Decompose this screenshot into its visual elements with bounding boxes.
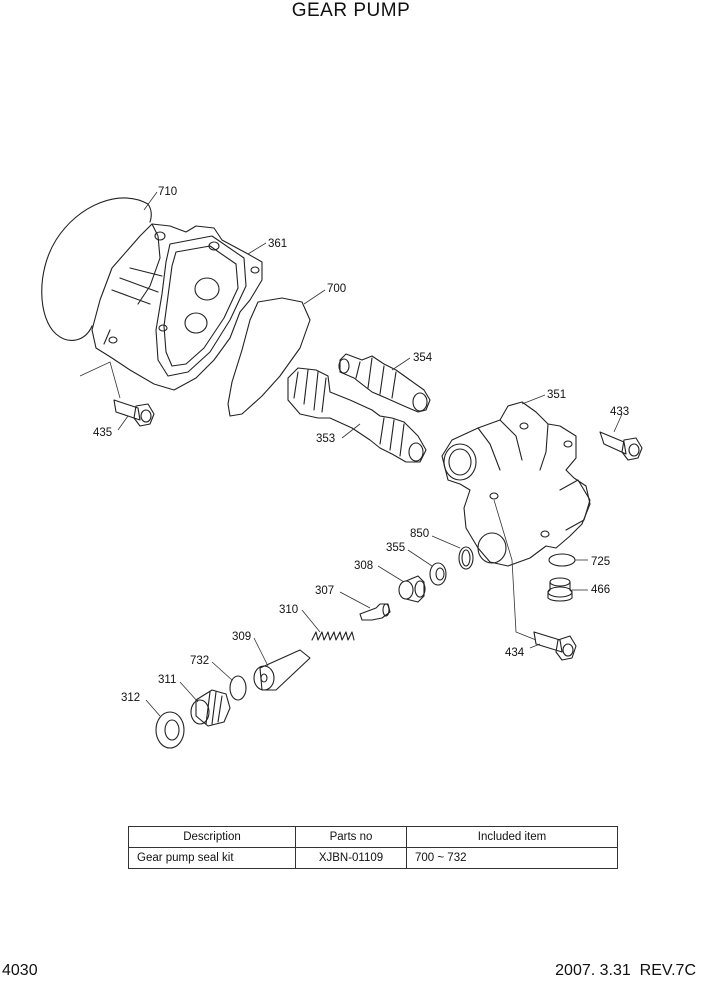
leader-355 — [407, 549, 433, 567]
leader-310 — [301, 609, 321, 633]
table-header-row: Description Parts no Included item — [128, 826, 618, 848]
seal-kit-table: Description Parts no Included item Gear … — [128, 826, 618, 869]
callout-354: 354 — [413, 352, 433, 364]
part-732-o-ring — [229, 675, 247, 701]
part-351-pump-body — [441, 401, 591, 567]
part-308-seat — [398, 575, 426, 603]
leader-434 — [493, 499, 541, 649]
callout-435: 435 — [93, 427, 112, 439]
callout-725: 725 — [591, 556, 610, 568]
callout-307: 307 — [315, 585, 334, 597]
callout-466: 466 — [591, 584, 610, 596]
revision-label: 2007. 3.31 REV.7C — [555, 962, 696, 979]
callout-361: 361 — [268, 238, 287, 250]
table-row: Gear pump seal kit XJBN-01109 700 ~ 732 — [128, 847, 618, 869]
part-312-seal — [155, 711, 185, 749]
callout-710: 710 — [158, 186, 177, 198]
leader-700 — [303, 289, 326, 305]
leader-732 — [211, 661, 233, 681]
leader-354 — [391, 357, 411, 371]
leader-308 — [377, 565, 405, 583]
leader-351 — [521, 394, 546, 405]
callout-433: 433 — [610, 406, 629, 418]
leader-307 — [339, 591, 371, 609]
cell-parts-no: XJBN-01109 — [295, 847, 407, 869]
part-353-gear-shaft — [287, 367, 427, 463]
leader-309 — [253, 637, 269, 667]
callout-309: 309 — [232, 631, 251, 643]
column-header-parts-no: Parts no — [295, 826, 407, 848]
part-361-cover — [91, 223, 263, 391]
part-700-gasket — [227, 297, 311, 417]
cell-description: Gear pump seal kit — [128, 847, 296, 869]
callout-732: 732 — [190, 655, 209, 667]
callout-351: 351 — [547, 389, 566, 401]
callout-312: 312 — [121, 692, 140, 704]
callout-310: 310 — [279, 604, 298, 616]
leader-353 — [341, 423, 361, 439]
leader-361 — [247, 242, 267, 255]
part-710-o-ring — [41, 197, 152, 341]
part-355-washer — [429, 562, 447, 586]
callout-311: 311 — [158, 674, 176, 686]
part-309-sleeve — [253, 649, 311, 691]
part-466-plug — [547, 577, 573, 602]
callout-850: 850 — [410, 528, 429, 540]
leader-435 — [79, 361, 129, 431]
callout-355: 355 — [386, 542, 405, 554]
leader-850 — [431, 535, 461, 549]
part-434-bolt — [533, 631, 577, 661]
callout-434: 434 — [505, 647, 525, 659]
part-311-plug — [190, 689, 231, 727]
part-850-ring — [458, 546, 474, 570]
leader-433 — [613, 413, 623, 433]
cell-included-item: 700 ~ 732 — [406, 847, 618, 869]
part-310-spring — [311, 631, 355, 641]
part-307-poppet — [359, 603, 391, 621]
column-header-description: Description — [128, 826, 296, 848]
page-title: GEAR PUMP — [291, 0, 411, 21]
callout-353: 353 — [316, 433, 335, 445]
part-433-bolt — [599, 431, 643, 461]
page-number: 4030 — [2, 962, 38, 979]
leader-311 — [179, 681, 199, 703]
part-435-bolt — [113, 399, 155, 427]
part-725-o-ring — [548, 553, 576, 567]
callout-308: 308 — [354, 560, 373, 572]
leader-710 — [143, 191, 158, 211]
callout-700: 700 — [327, 283, 346, 295]
leader-312 — [145, 699, 161, 717]
column-header-included-item: Included item — [406, 826, 618, 848]
part-354-gear-shaft — [338, 353, 431, 413]
